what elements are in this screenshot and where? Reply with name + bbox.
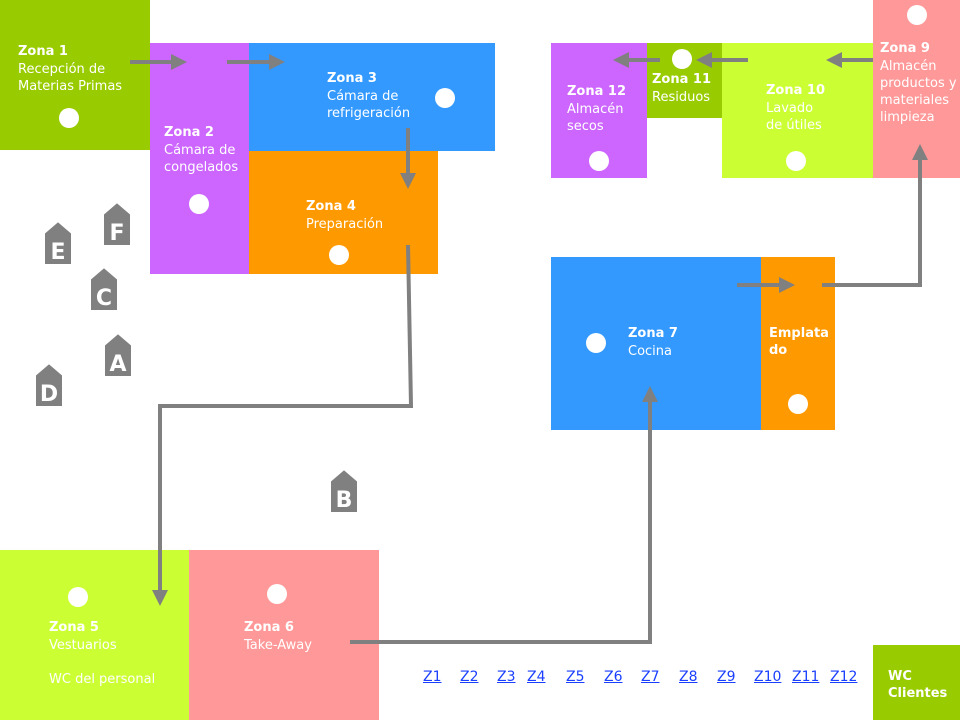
zone-4-preparation[interactable]: Zona 4 Preparación	[249, 151, 438, 274]
zone-plating[interactable]: Emplata do	[761, 257, 835, 430]
nav-link-z12[interactable]: Z12	[830, 669, 858, 685]
zone-4-title: Zona 4	[306, 199, 356, 214]
zone-10-dot[interactable]	[786, 151, 806, 171]
badge-f[interactable]: F	[102, 201, 132, 247]
badge-d-label: D	[40, 382, 58, 407]
zone-6-title: Zona 6	[244, 620, 294, 635]
zone-plating-dot[interactable]	[788, 394, 808, 414]
zone-5-dot[interactable]	[68, 587, 88, 607]
nav-link-z8[interactable]: Z8	[679, 669, 698, 685]
zone-3-refrigeration[interactable]: Zona 3 Cámara de refrigeración	[249, 43, 495, 151]
zone-5-changing-rooms[interactable]: Zona 5 Vestuarios WC del personal	[0, 550, 189, 720]
zone-5-desc: Vestuarios WC del personal	[49, 638, 156, 687]
zone-12-dot[interactable]	[589, 151, 609, 171]
zone-9-title: Zona 9	[880, 41, 930, 56]
zone-1-title: Zona 1	[18, 44, 68, 59]
zone-9-desc: Almacén productos y materiales limpieza	[880, 59, 957, 125]
zone-9-cleaning-storage[interactable]: Zona 9 Almacén productos y materiales li…	[873, 0, 960, 178]
zone-6-take-away[interactable]: Zona 6 Take-Away	[189, 550, 379, 720]
zone-4-desc: Preparación	[306, 217, 384, 232]
badge-c[interactable]: C	[89, 266, 119, 312]
zone-11-dot[interactable]	[672, 49, 692, 69]
badge-a-label: A	[109, 352, 126, 377]
nav-link-z2[interactable]: Z2	[460, 669, 479, 685]
zone-11-desc: Residuos	[652, 90, 711, 105]
zone-6-dot[interactable]	[267, 584, 287, 604]
zone-3-title: Zona 3	[327, 71, 377, 86]
badge-f-label: F	[109, 221, 124, 246]
badge-e[interactable]: E	[43, 220, 73, 266]
zone-7-desc: Cocina	[628, 344, 672, 359]
nav-link-z7[interactable]: Z7	[641, 669, 660, 685]
nav-link-z11[interactable]: Z11	[792, 669, 820, 685]
badge-a[interactable]: A	[103, 332, 133, 378]
zone-10-desc: Lavado de útiles	[766, 101, 822, 133]
nav-link-z5[interactable]: Z5	[566, 669, 585, 685]
badge-b-label: B	[336, 488, 353, 513]
nav-link-z3[interactable]: Z3	[497, 669, 516, 685]
zone-11-title: Zona 11	[652, 72, 712, 87]
zone-3-desc: Cámara de refrigeración	[327, 89, 411, 121]
nav-link-z9[interactable]: Z9	[717, 669, 736, 685]
badge-b[interactable]: B	[329, 468, 359, 514]
zone-2-desc: Cámara de congelados	[164, 143, 239, 175]
zone-12-title: Zona 12	[567, 84, 627, 99]
nav-link-z6[interactable]: Z6	[604, 669, 623, 685]
zone-4-dot[interactable]	[329, 245, 349, 265]
zone-plating-title: Emplata do	[769, 326, 829, 358]
zone-10-washing[interactable]: Zona 10 Lavado de útiles	[722, 43, 873, 178]
badge-d[interactable]: D	[34, 362, 64, 408]
zone-9-dot[interactable]	[907, 5, 927, 25]
zone-5-title: Zona 5	[49, 620, 99, 635]
wc-clients-title: WC Clientes	[888, 669, 948, 701]
zone-2-freezer[interactable]: Zona 2 Cámara de congelados	[150, 43, 250, 274]
zone-3-dot[interactable]	[435, 88, 455, 108]
badge-e-label: E	[50, 240, 65, 265]
zone-7-title: Zona 7	[628, 326, 678, 341]
nav-link-z10[interactable]: Z10	[754, 669, 782, 685]
zone-2-title: Zona 2	[164, 125, 214, 140]
zone-6-desc: Take-Away	[244, 638, 312, 653]
zone-10-title: Zona 10	[766, 83, 826, 98]
zone-1-reception[interactable]: Zona 1 Recepción de Materias Primas	[0, 0, 150, 150]
nav-link-z1[interactable]: Z1	[423, 669, 442, 685]
zone-12-dry-storage[interactable]: Zona 12 Almacén secos	[551, 43, 647, 178]
badge-c-label: C	[96, 286, 112, 311]
zone-12-desc: Almacén secos	[567, 102, 624, 134]
zone-wc-clients[interactable]: WC Clientes	[873, 645, 960, 720]
zone-7-kitchen[interactable]: Zona 7 Cocina	[551, 257, 761, 430]
zone-7-dot[interactable]	[586, 333, 606, 353]
zone-11-waste[interactable]: Zona 11 Residuos	[647, 43, 722, 118]
zone-1-desc: Recepción de Materias Primas	[18, 62, 123, 94]
zone-2-dot[interactable]	[189, 194, 209, 214]
nav-link-z4[interactable]: Z4	[527, 669, 546, 685]
zone-1-dot[interactable]	[59, 108, 79, 128]
arrow-z4-to-z5	[152, 244, 414, 606]
